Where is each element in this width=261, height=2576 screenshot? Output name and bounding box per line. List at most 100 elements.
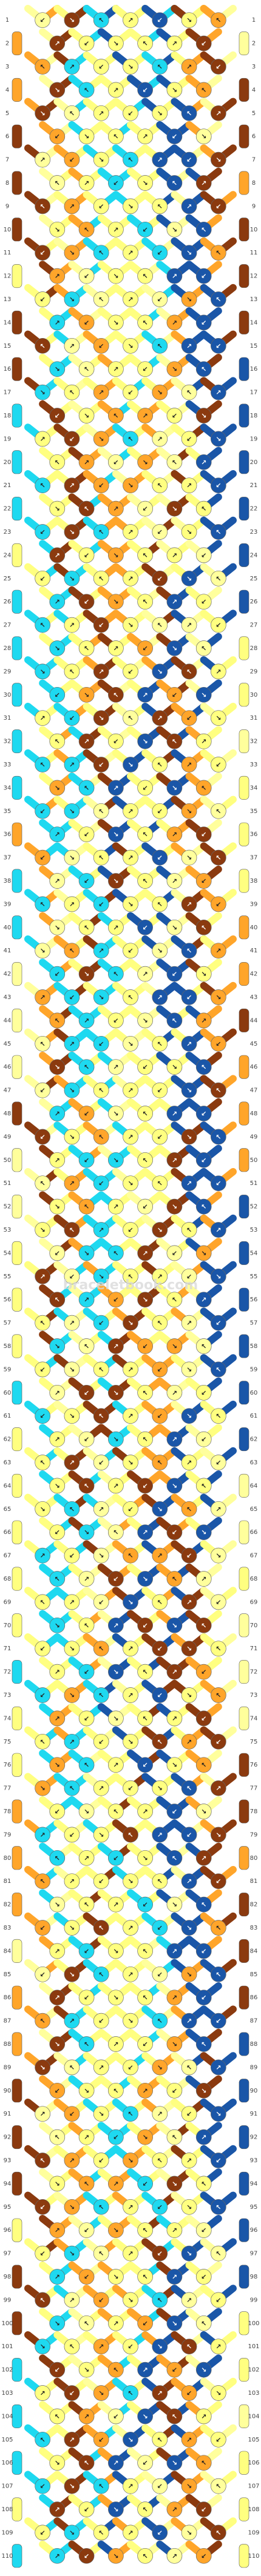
row-number-left: 39	[4, 901, 12, 908]
row-number-left: 96	[4, 2227, 12, 2234]
knot-arrow-icon: ↘	[215, 435, 221, 443]
knot-arrow-icon: ↘	[55, 1761, 60, 1769]
row-number-left: 49	[4, 1134, 12, 1140]
knot-arrow-icon: ↘	[172, 2459, 177, 2467]
knot-arrow-icon: ↗	[186, 482, 192, 490]
knot-arrow-icon: ↙	[143, 2180, 148, 2188]
knot-arrow-icon: ↗	[172, 1947, 177, 1955]
knot-arrow-icon: ↗	[172, 831, 177, 838]
knot-arrow-icon: ↗	[55, 598, 60, 606]
knot-arrow-icon: ↗	[201, 459, 206, 466]
knot-arrow-icon: ↖	[127, 1273, 133, 1281]
row-number-left: 103	[1, 2390, 13, 2397]
knot-arrow-icon: ↙	[201, 2506, 206, 2514]
knot-arrow-icon: ↙	[40, 575, 46, 583]
row-number-right: 60	[250, 1390, 258, 1396]
knot-arrow-icon: ↙	[40, 296, 46, 304]
row-number-left: 73	[4, 1692, 12, 1699]
row-number-left: 34	[4, 785, 12, 791]
knot-arrow-icon: ↗	[55, 2273, 60, 2281]
knot-arrow-icon: ↙	[157, 808, 163, 815]
knot-arrow-icon: ↙	[40, 1691, 46, 1699]
knot-arrow-icon: ↖	[98, 528, 104, 536]
knot-arrow-icon: ↘	[186, 2483, 192, 2491]
knot-arrow-icon: ↙	[201, 40, 206, 48]
row-number-right: 109	[248, 2529, 259, 2536]
row-number-left: 11	[4, 250, 12, 256]
knot-arrow-icon: ↙	[84, 1436, 89, 1444]
knot-arrow-icon: ↘	[40, 1226, 46, 1234]
row-number-left: 81	[4, 1878, 12, 1885]
knot-arrow-icon: ↙	[84, 2552, 89, 2560]
knot-arrow-icon: ↙	[84, 2226, 89, 2234]
knot-arrow-icon: ↗	[172, 598, 177, 606]
knot-arrow-icon: ↗	[69, 1877, 75, 1885]
knot-arrow-icon: ↙	[40, 2529, 46, 2537]
knot-arrow-icon: ↘	[186, 854, 192, 862]
knot-arrow-icon: ↗	[172, 40, 177, 48]
knot-arrow-icon: ↙	[172, 2087, 177, 2095]
knot-arrow-icon: ↘	[55, 86, 60, 94]
knot-arrow-icon: ↙	[143, 1482, 148, 1490]
knot-arrow-icon: ↖	[40, 1040, 46, 1048]
knot-arrow-icon: ↙	[69, 1831, 75, 1839]
knot-arrow-icon: ↖	[143, 1715, 148, 1722]
knot-arrow-icon: ↙	[201, 1157, 206, 1164]
knot-arrow-icon: ↙	[172, 2366, 177, 2374]
knot-arrow-icon: ↗	[157, 1831, 163, 1839]
knot-arrow-icon: ↗	[186, 1040, 192, 1048]
row-number-left: 13	[4, 296, 12, 303]
knot-arrow-icon: ↙	[186, 2389, 192, 2397]
row-number-right: 7	[252, 157, 256, 164]
knot-arrow-icon: ↙	[215, 342, 221, 350]
row-number-right: 64	[250, 1482, 258, 1489]
knot-arrow-icon: ↘	[127, 482, 133, 490]
knot-arrow-icon: ↙	[215, 2017, 221, 2025]
knot-arrow-icon: ↖	[40, 1320, 46, 1327]
row-number-left: 77	[4, 1785, 12, 1792]
row-number-right: 106	[248, 2460, 259, 2466]
row-number-right: 105	[248, 2437, 259, 2443]
knot-arrow-icon: ↗	[201, 1296, 206, 1304]
knot-arrow-icon: ↗	[98, 110, 104, 118]
knot-arrow-icon: ↗	[215, 1505, 221, 1513]
row-number-left: 32	[4, 739, 12, 745]
row-number-right: 89	[250, 2064, 258, 2071]
knot-arrow-icon: ↖	[113, 691, 118, 699]
row-number-right: 93	[250, 2157, 258, 2164]
row-number-right: 72	[250, 1669, 258, 1676]
knot-arrow-icon: ↖	[143, 1436, 148, 1444]
knot-arrow-icon: ↗	[113, 645, 118, 652]
knot-arrow-icon: ↗	[127, 528, 133, 536]
knot-arrow-icon: ↘	[113, 877, 118, 885]
row-number-right: 104	[248, 2413, 259, 2420]
row-number-left: 78	[4, 1808, 12, 1815]
row-number-right: 83	[250, 1925, 258, 1931]
knot-arrow-icon: ↘	[215, 1831, 221, 1839]
knot-arrow-icon: ↘	[143, 1854, 148, 1862]
knot-arrow-icon: ↙	[98, 342, 104, 350]
knot-arrow-icon: ↗	[69, 1040, 75, 1048]
knot-arrow-icon: ↗	[98, 1505, 104, 1513]
row-number-left: 86	[4, 1994, 12, 2001]
knot-arrow-icon: ↘	[55, 784, 60, 792]
knot-arrow-icon: ↖	[172, 1575, 177, 1583]
knot-arrow-icon: ↘	[127, 63, 133, 71]
knot-arrow-icon: ↖	[201, 1203, 206, 1211]
knot-arrow-icon: ↙	[157, 1366, 163, 1373]
knot-arrow-icon: ↗	[127, 1133, 133, 1141]
knot-arrow-icon: ↖	[98, 1412, 104, 1420]
row-number-left: 105	[1, 2437, 13, 2443]
knot-arrow-icon: ↖	[143, 1157, 148, 1164]
knot-arrow-icon: ↗	[55, 831, 60, 838]
knot-arrow-icon: ↖	[201, 1622, 206, 1630]
knot-arrow-icon: ↙	[127, 1785, 133, 1793]
knot-arrow-icon: ↖	[143, 1994, 148, 2002]
row-number-left: 101	[1, 2343, 13, 2350]
row-number-right: 23	[250, 529, 258, 536]
knot-arrow-icon: ↗	[157, 1273, 163, 1281]
row-number-right: 5	[252, 110, 256, 117]
knot-arrow-icon: ↙	[201, 598, 206, 606]
row-number-left: 40	[4, 925, 12, 931]
knot-arrow-icon: ↙	[84, 40, 89, 48]
